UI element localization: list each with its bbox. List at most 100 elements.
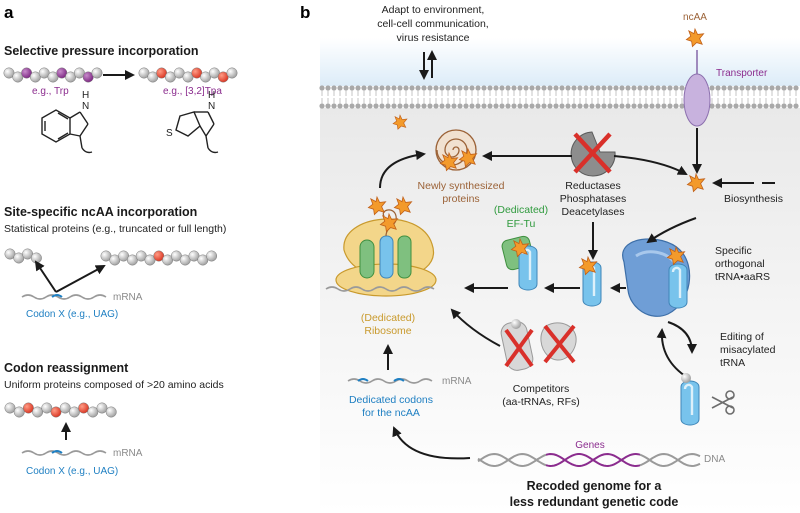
amino-acid [41,402,53,414]
lipid-head [523,85,529,91]
lipid-head [547,103,553,109]
lipid-head [361,103,367,109]
site-specific-subheading: Statistical proteins (e.g., truncated or… [4,223,226,235]
lipid-head [391,103,397,109]
lipid-head [361,85,367,91]
lipid-head [541,103,547,109]
lipid-head [667,103,673,109]
codon-x-label-site-specific: Codon X (e.g., UAG) [26,309,118,320]
competitors-line1: Competitors [513,383,570,395]
lipid-head [337,85,343,91]
dna-strand [477,452,547,468]
dedicated-mrna-strand [347,378,433,384]
recoded-line1: Recoded genome for a [527,479,663,493]
lipid-head [523,103,529,109]
lipid-head [463,103,469,109]
mrna-strand-site-specific [21,294,107,300]
lipid-head [415,85,421,91]
extracellular-region [320,38,800,86]
arrow-competitors-to-ribosome [450,308,501,347]
lipid-head [601,85,607,91]
amino-acid [59,402,71,414]
lipid-head [577,103,583,109]
lipid-head [463,85,469,91]
lipid-head [631,103,637,109]
lipid-head [739,85,745,91]
lipid-head [667,85,673,91]
lipid-head [325,85,331,91]
lipid-head [643,85,649,91]
reductases-label: Reductases [565,180,620,192]
competitor-cross1-b [504,328,534,368]
dna-strand [639,452,701,468]
chain-uniform [4,402,117,418]
dedicated-codons-line1: Dedicated codons [349,394,433,406]
lipid-head [397,103,403,109]
lipid-head [493,103,499,109]
lipid-head [379,103,385,109]
dedicated-mrna-label: mRNA [442,376,472,387]
tpa-nitrogen-label: N [208,101,215,112]
lipid-head [493,85,499,91]
lipid-head [469,103,475,109]
lipid-head [499,103,505,109]
lipid-head [331,103,337,109]
dedicated-codons-line2: for the ncAA [362,407,420,419]
lipid-head [571,85,577,91]
lipid-head [475,103,481,109]
lipid-head [397,85,403,91]
lipid-head [409,103,415,109]
lipid-head [631,85,637,91]
lipid-head [535,85,541,91]
lipid-head [559,85,565,91]
adapt-line2: cell-cell communication, [377,18,488,30]
lipid-head [787,85,793,91]
amino-acid [87,406,99,418]
dna-helix [477,452,701,468]
lipid-head [529,103,535,109]
lipid-head [403,85,409,91]
lipid-head [625,103,631,109]
lipid-head [649,85,655,91]
lipid-head [553,103,559,109]
lipid-head [343,103,349,109]
misacylated-aa-icon [681,373,691,383]
lipid-head [739,103,745,109]
chain-tpa [138,67,238,83]
lipid-head [379,85,385,91]
lipid-head [385,103,391,109]
amino-acid [105,406,117,418]
amino-acid-ncaa [22,402,34,414]
lipid-head [775,103,781,109]
transporter-icon [683,73,711,127]
mrna-label-reassignment: mRNA [113,448,143,459]
lipid-head [787,103,793,109]
recoded-line2: less redundant genetic code [510,495,679,509]
lipid-head [427,85,433,91]
amino-acid [13,406,25,418]
lipid-head [319,103,325,109]
lipid-head [541,85,547,91]
lipid-head [511,85,517,91]
lipid-head [613,85,619,91]
lipid-head [451,103,457,109]
amino-acid [96,402,108,414]
lipid-head [535,103,541,109]
lipid-head [451,85,457,91]
lipid-head [793,103,799,109]
tryptophan-structure [41,109,93,154]
newly-synthesized-line2: proteins [442,193,479,205]
lipid-head [613,103,619,109]
scissors-icon [711,390,735,415]
selective-pressure-heading: Selective pressure incorporation [4,44,199,58]
lipid-head [679,85,685,91]
lipid-head [355,103,361,109]
lipid-head [793,85,799,91]
lipid-head [475,85,481,91]
dna-label: DNA [704,454,725,465]
biosynthesis-label: Biosynthesis [724,193,783,205]
lipid-head [355,85,361,91]
lipid-head [655,85,661,91]
